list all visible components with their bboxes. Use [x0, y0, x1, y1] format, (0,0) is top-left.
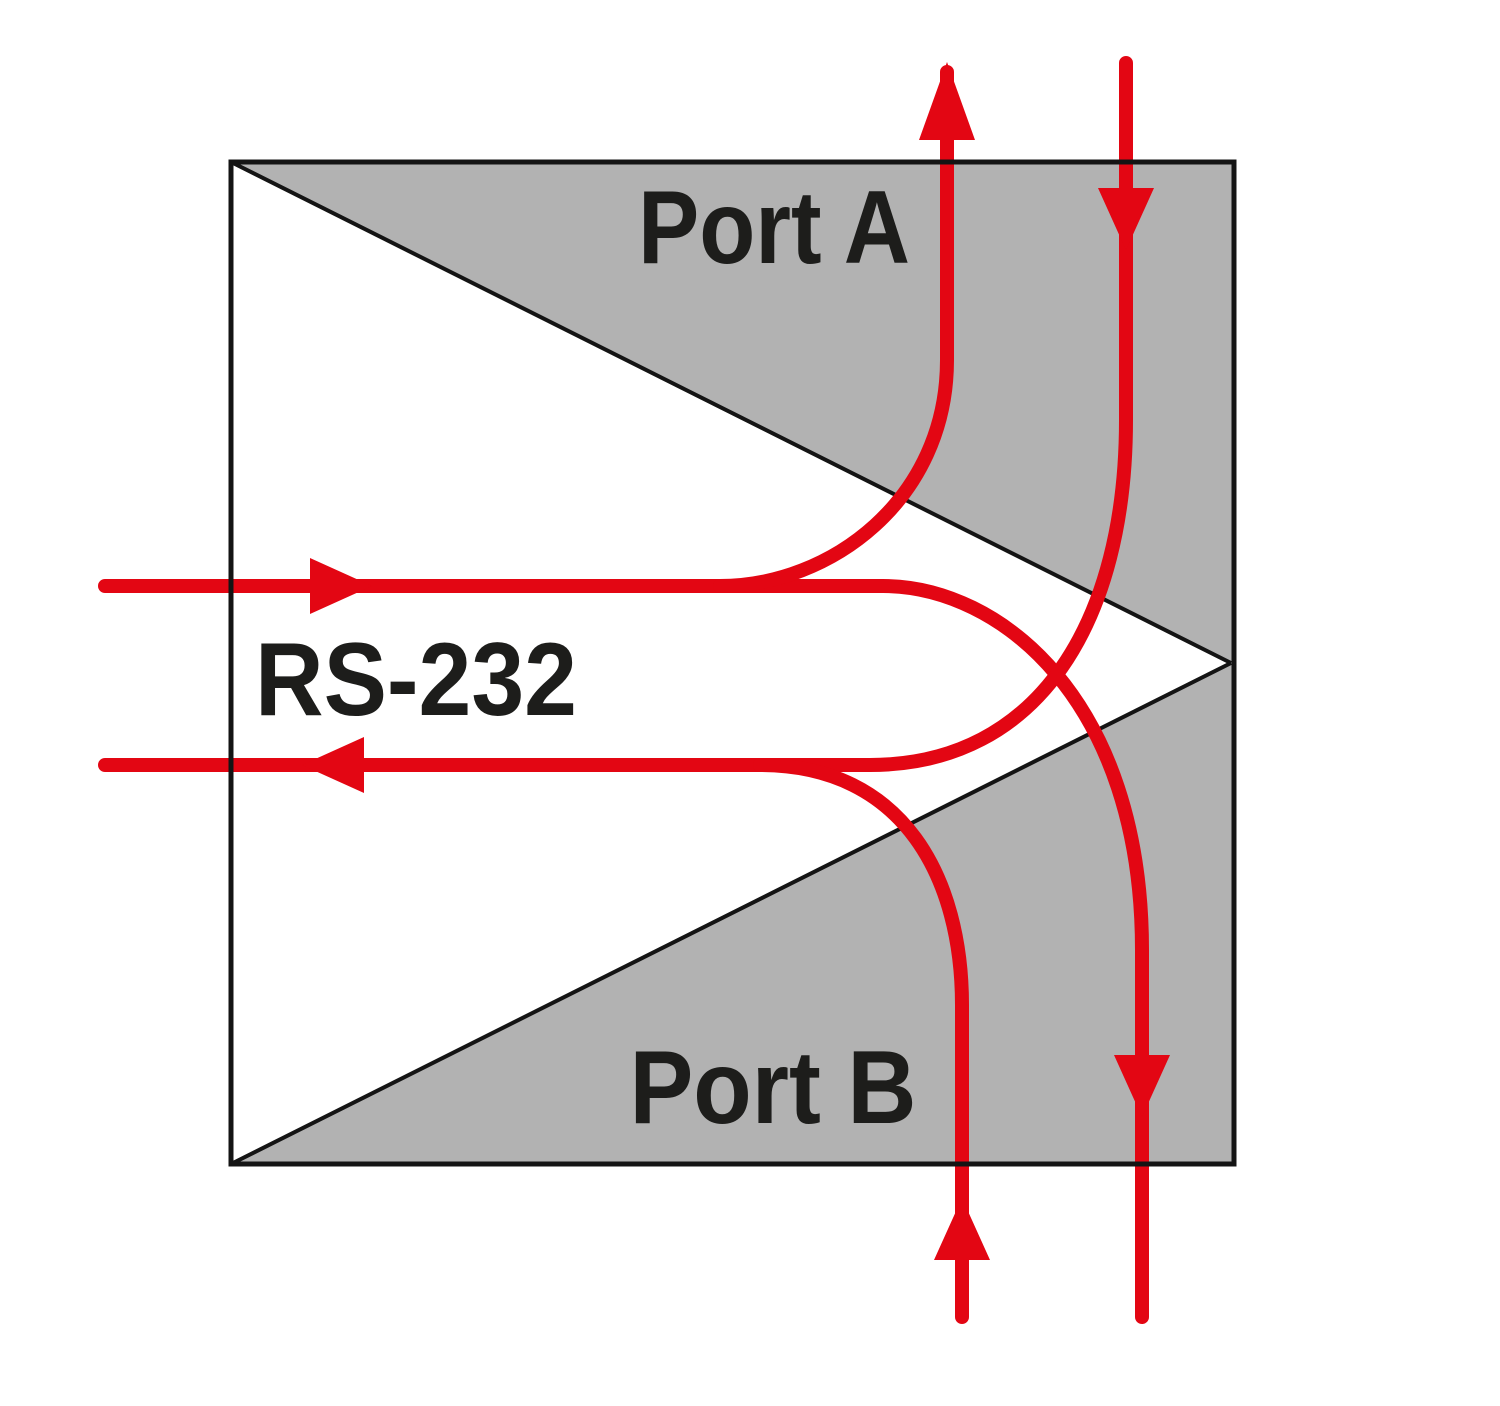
rs232-out-arrowhead: [302, 737, 364, 793]
port-a-in-to-rs232-out-path: [98, 56, 1133, 772]
port-a-in-arrowhead: [1098, 188, 1154, 250]
port-a-out-arrowhead: [919, 62, 975, 140]
device-box-border: [228, 159, 1237, 1167]
rs232-label: RS-232: [255, 622, 577, 738]
port-b-region-divider: [230, 661, 1232, 1166]
port-b-in-arrowhead: [934, 1198, 990, 1260]
port-b-in-merge-path: [753, 758, 969, 1324]
rs232-in-to-port-a-branch-path: [713, 65, 954, 593]
rs232-in-arrowhead: [310, 558, 372, 614]
port-b-out-arrowhead: [1114, 1055, 1170, 1117]
port-b-label: Port B: [630, 1030, 917, 1146]
port-a-label: Port A: [638, 170, 910, 286]
signal-paths: [98, 56, 1149, 1324]
rs232-wedge-region: [231, 162, 1231, 1164]
signal-arrowheads: [302, 62, 1170, 1260]
port-a-region-divider: [230, 160, 1232, 665]
